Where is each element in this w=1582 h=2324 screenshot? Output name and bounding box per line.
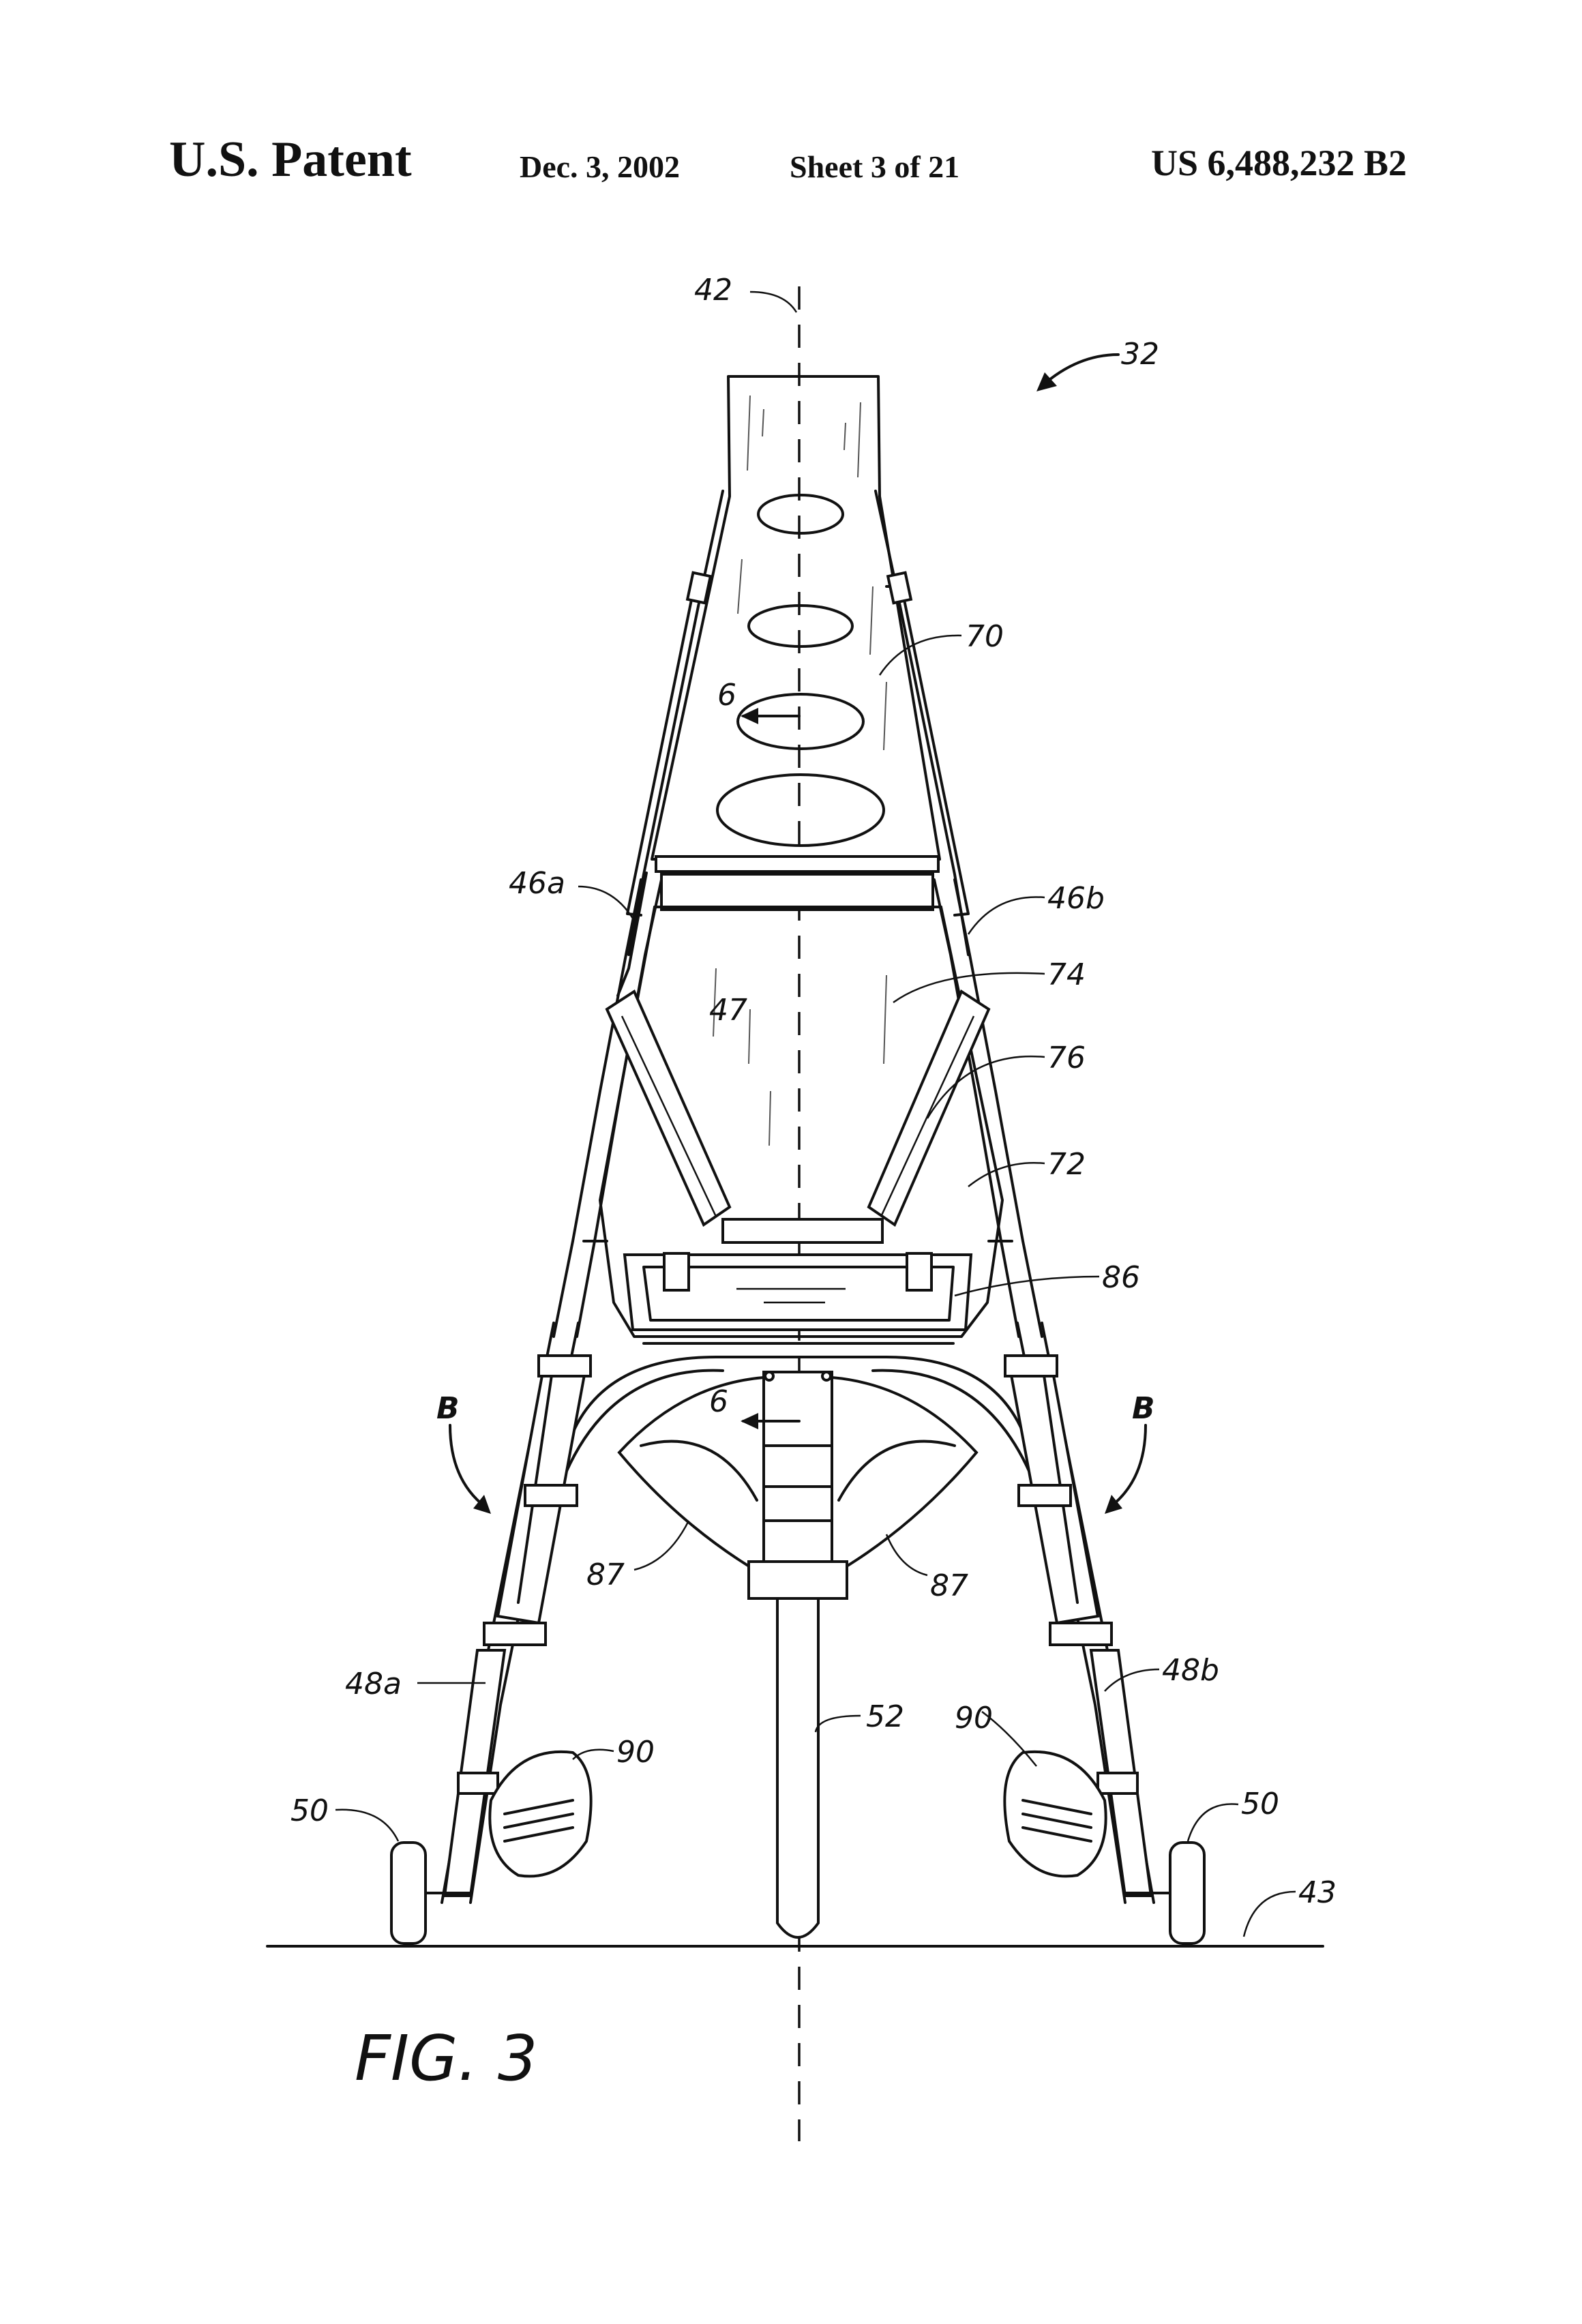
label-50-right: 50 <box>1241 1787 1279 1821</box>
section-arrow-top <box>741 708 801 724</box>
label-32: 32 <box>1121 337 1159 372</box>
pedal-right <box>1003 1750 1107 1878</box>
pedal-left <box>488 1750 593 1878</box>
figure-caption: FIG. 3 <box>355 2022 537 2095</box>
label-86: 86 <box>1102 1260 1140 1295</box>
brace-right <box>867 989 991 1227</box>
label-50-left: 50 <box>290 1793 329 1828</box>
section-arrow-bottom <box>741 1413 801 1429</box>
frame-hole-2 <box>747 604 854 648</box>
label-42: 42 <box>694 273 732 308</box>
sheet-number: Sheet 3 of 21 <box>790 149 960 184</box>
label-43: 43 <box>1298 1875 1337 1910</box>
middle-frame <box>599 906 1004 1338</box>
frame-hole-3 <box>736 693 865 750</box>
lower-leg-left <box>441 1322 592 1904</box>
label-70: 70 <box>966 619 1004 654</box>
label-46b: 46b <box>1047 881 1105 916</box>
label-6-top: 6 <box>717 678 736 713</box>
view-arrow-left <box>449 1424 491 1514</box>
frame-hole-1 <box>757 494 844 535</box>
lower-leg-right <box>1004 1322 1155 1904</box>
assembly-arrow <box>1036 353 1120 391</box>
view-arrow-right <box>1105 1424 1147 1514</box>
patent-title: U.S. Patent <box>169 132 412 188</box>
patent-number: US 6,488,232 B2 <box>1151 143 1407 183</box>
frame-hole-4 <box>716 773 885 847</box>
patent-date: Dec. 3, 2002 <box>520 149 681 184</box>
wheel-right <box>1124 1841 1206 1945</box>
label-87-right: 87 <box>930 1568 968 1603</box>
upper-frame <box>651 375 941 911</box>
label-46a: 46a <box>509 866 565 901</box>
label-47: 47 <box>709 993 747 1028</box>
handle <box>623 1218 973 1345</box>
label-76: 76 <box>1047 1041 1086 1075</box>
center-post <box>747 1371 848 1939</box>
label-87-left: 87 <box>586 1558 625 1592</box>
upper-tube-left <box>616 490 724 997</box>
label-6-bottom: 6 <box>709 1384 728 1419</box>
label-72: 72 <box>1047 1147 1086 1182</box>
label-48b: 48b <box>1162 1653 1219 1688</box>
wheel-left <box>390 1841 472 1945</box>
label-90-left: 90 <box>616 1735 655 1770</box>
label-74: 74 <box>1047 957 1086 992</box>
label-b-right: B <box>1132 1391 1155 1426</box>
leader-lines <box>335 290 1296 1937</box>
lower-panels <box>537 1356 1058 1578</box>
label-90-right: 90 <box>955 1701 993 1735</box>
brace-left <box>605 989 732 1227</box>
label-52: 52 <box>866 1699 904 1734</box>
label-b-left: B <box>436 1391 460 1426</box>
label-48a: 48a <box>345 1667 402 1701</box>
